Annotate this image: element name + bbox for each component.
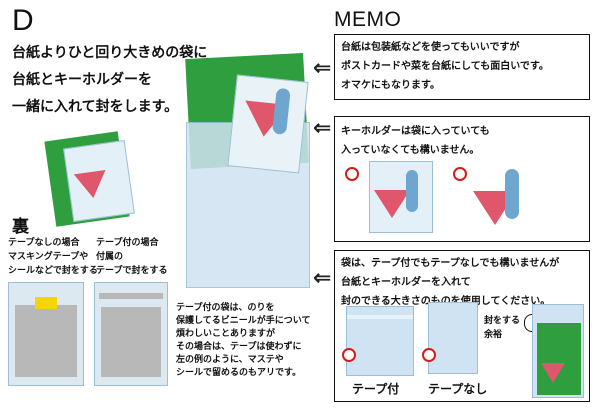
intro-text: 台紙よりひと回り大きめの袋に 台紙とキーホルダーを 一緒に入れて封をします。 (12, 40, 222, 121)
watermelon-keychain (541, 363, 565, 383)
intro-line: 台紙とキーホルダーを (12, 72, 152, 88)
back-section-title: 裏 (12, 217, 29, 237)
red-circle-icon (345, 167, 359, 181)
memo-line: 台紙とキーホルダーを入れて (341, 277, 471, 288)
bag-with-tape (346, 306, 414, 376)
green-card-sample (537, 323, 581, 395)
character-figure (272, 87, 291, 135)
memo-line: 封のできる大きさのものを使用してください。 (341, 292, 583, 311)
section-letter: D (12, 4, 34, 37)
bag-small (63, 140, 135, 222)
caption-line: シールなどで封をする (8, 266, 98, 276)
margin-note-line: 余裕 (484, 330, 503, 340)
with-tape-caption: テープ付の場合 付属の テープで封をする (96, 236, 167, 278)
small-illustration (42, 128, 142, 228)
back-bag-with-tape (94, 282, 168, 386)
tape-note: テープ付の袋は、のりを 保護してるビニールが手について 煩わしいことありますが … (176, 302, 332, 380)
bag-no-tape (428, 302, 478, 374)
watermelon-keychain (374, 190, 410, 218)
masking-tape (35, 297, 57, 309)
back-card (101, 307, 161, 377)
arrow-left-icon: ⇐ (313, 56, 332, 81)
bag-label-tape: テープ付 (352, 382, 400, 396)
main-illustration (180, 52, 315, 288)
keychain-in-bag (369, 161, 433, 233)
caption-line: テープなしの場合 (8, 238, 80, 248)
tape-note-line: シールで留めるのもアリです。 (176, 368, 302, 378)
character-figure (505, 169, 519, 219)
arrow-left-icon: ⇐ (313, 266, 332, 291)
tape-strip (347, 315, 413, 319)
red-circle-icon (422, 348, 436, 362)
margin-note: 封をする 余裕 (484, 314, 520, 342)
caption-line: マスキングテープや (8, 252, 89, 262)
intro-line: 台紙よりひと回り大きめの袋に (12, 45, 208, 61)
back-card (15, 305, 77, 377)
caption-line: テープ付の場合 (96, 238, 159, 248)
keychain-card (227, 74, 309, 174)
margin-note-line: 封をする (484, 316, 521, 326)
memo-box-1: 台紙は包装紙などを使ってもいいですが ポストカードや菜を台紙にしても面白いです。… (334, 34, 590, 100)
tape-note-line: 煩わしいことありますが (176, 329, 276, 339)
tape-note-line: 左の例のように、マステや (176, 355, 284, 365)
caption-line: テープで封をする (96, 266, 168, 276)
red-circle-icon (342, 348, 356, 362)
memo-line: オマケにもなります。 (341, 80, 440, 91)
bag-label-no-tape: テープなし (428, 382, 488, 396)
character-figure (406, 170, 418, 212)
tape-note-line: テープ付の袋は、のりを (176, 303, 275, 313)
memo-line: 台紙は包装紙などを使ってもいいですが (341, 42, 520, 53)
back-bag-no-tape (8, 282, 84, 386)
bag-sample (532, 304, 584, 398)
caption-line: 付属の (96, 252, 124, 262)
memo-box-2: キーホルダーは袋に入っていても 入っていなくても構いません。 (334, 116, 590, 242)
memo-title: MEMO (334, 8, 402, 31)
tape-note-line: 保護してるビニールが手について (176, 316, 311, 326)
watermelon-keychain (73, 169, 110, 201)
memo-line: 入っていなくても構いません。 (341, 145, 480, 156)
memo-line: 袋は、テープ付でもテープなしでも構いませんが (341, 258, 560, 269)
red-circle-icon (453, 167, 467, 181)
memo-line: ポストカードや菜を台紙にしても面白いです。 (341, 61, 549, 72)
bracket-icon (524, 314, 535, 332)
memo-line: キーホルダーは袋に入っていても (341, 126, 490, 137)
keychain-loose (473, 165, 553, 235)
intro-line: 一緒に入れて封をします。 (12, 99, 179, 115)
tape-strip (99, 293, 163, 299)
tape-note-line: その場合は、テープは使わずに (176, 342, 302, 352)
arrow-left-icon: ⇐ (313, 116, 332, 141)
no-tape-caption: テープなしの場合 マスキングテープや シールなどで封をする (8, 236, 98, 278)
